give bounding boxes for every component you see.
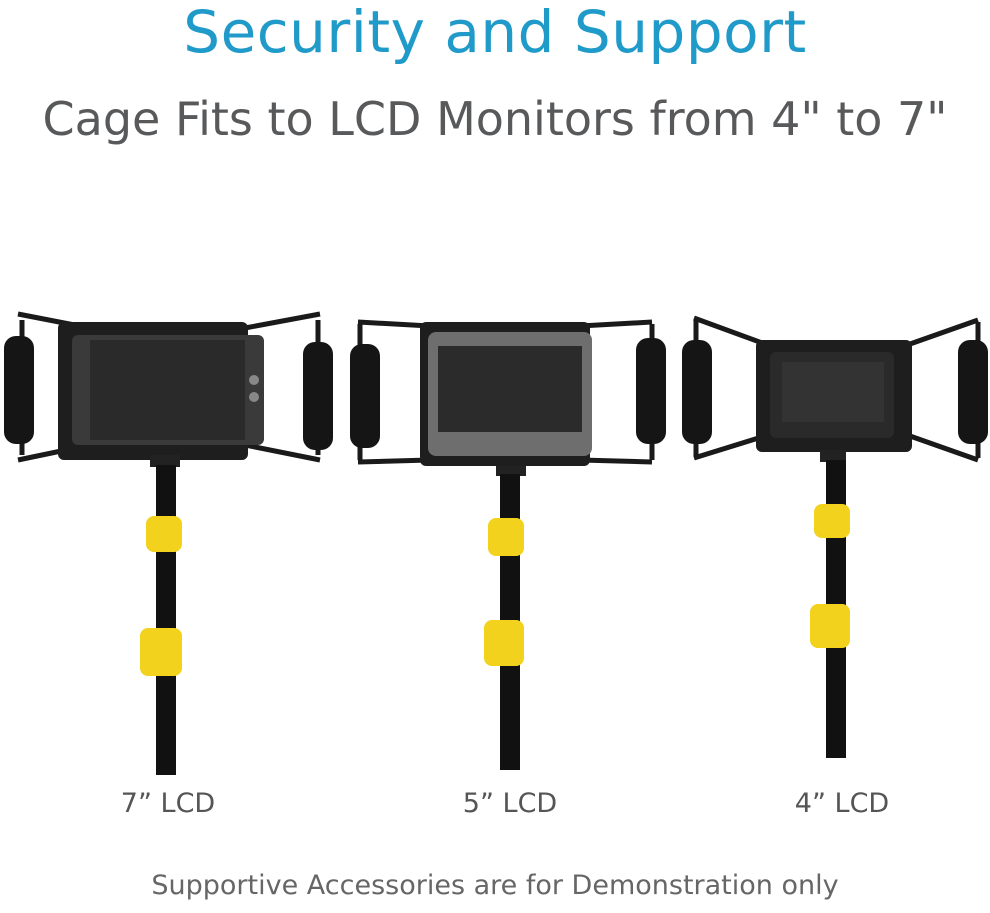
yellow-clamp	[146, 516, 182, 552]
rig-5-inch-image	[350, 319, 666, 770]
left-foam-grip	[350, 344, 380, 448]
left-foam-grip	[4, 336, 34, 444]
monitor-button-icon	[249, 375, 259, 385]
yellow-clamp	[484, 620, 524, 666]
rig-4-inch-image	[682, 315, 988, 758]
caption-5-inch: 5” LCD	[462, 788, 558, 819]
right-foam-grip	[958, 340, 988, 444]
monitor-screen	[782, 362, 884, 422]
monitor-button-icon	[249, 392, 259, 402]
page-title: Security and Support	[183, 0, 807, 66]
caption-4-inch: 4” LCD	[794, 788, 890, 819]
right-foam-grip	[303, 342, 333, 450]
telescopic-pole	[156, 465, 176, 775]
monitor-screen	[438, 346, 582, 432]
yellow-clamp	[140, 628, 182, 676]
caption-7-inch: 7” LCD	[120, 788, 216, 819]
yellow-clamp	[814, 504, 850, 538]
mount-block	[150, 455, 180, 467]
footer-note: Supportive Accessories are for Demonstra…	[151, 870, 839, 901]
right-foam-grip	[636, 338, 666, 444]
mount-block	[820, 450, 846, 462]
yellow-clamp	[810, 604, 850, 648]
rig-7-inch-image	[4, 311, 333, 775]
left-foam-grip	[682, 340, 712, 444]
mount-block	[496, 466, 526, 476]
page-subtitle: Cage Fits to LCD Monitors from 4" to 7"	[42, 92, 948, 146]
monitor-screen	[90, 340, 245, 440]
yellow-clamp	[488, 518, 524, 556]
